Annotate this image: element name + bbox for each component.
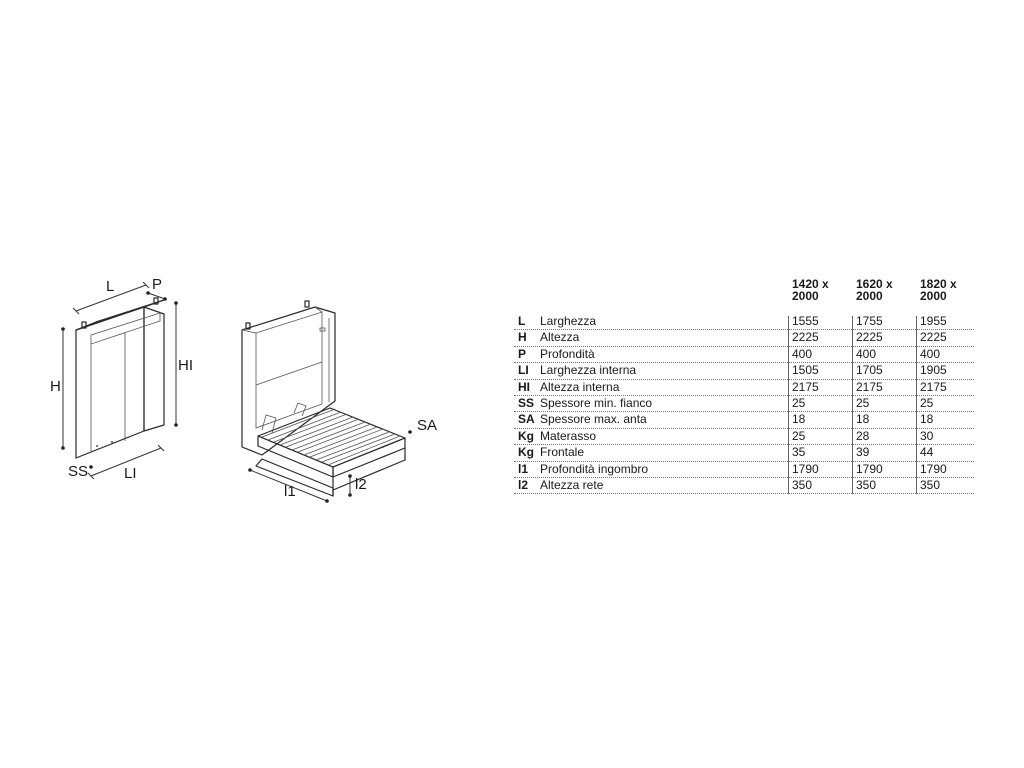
row-label: Materasso (540, 428, 597, 443)
table-row: L Larghezza 1555 1755 1955 (514, 314, 974, 331)
row-code: SA (518, 412, 535, 427)
row-label: Profondità ingombro (540, 461, 649, 476)
row-value: 28 (856, 428, 870, 443)
dim-label-l1: l1 (284, 483, 296, 500)
row-value: 2225 (792, 330, 819, 345)
row-label: Frontale (540, 445, 585, 460)
row-code: Kg (518, 445, 534, 460)
closed-cabinet-drawing (75, 297, 165, 459)
column-divider (788, 316, 789, 495)
row-value: 35 (792, 445, 806, 460)
dim-label-l2: l2 (355, 476, 367, 493)
row-value: 350 (792, 477, 813, 492)
table-row: LI Larghezza interna 1505 1705 1905 (514, 363, 974, 380)
row-value: 25 (856, 395, 870, 410)
row-label: Spessore min. fianco (540, 395, 653, 410)
row-value: 1505 (792, 363, 819, 378)
table-row: l1 Profondità ingombro 1790 1790 1790 (514, 462, 974, 478)
dim-label-SS: SS (68, 463, 88, 480)
table-row: H Altezza 2225 2225 2225 (514, 330, 974, 347)
row-value: 400 (792, 346, 813, 361)
row-value: 25 (792, 395, 806, 410)
row-label: Altezza rete (540, 477, 604, 492)
row-value: 400 (920, 346, 941, 361)
table-row: HI Altezza interna 2175 2175 2175 (514, 380, 974, 396)
row-value: 18 (920, 412, 934, 427)
column-divider (916, 316, 917, 495)
open-bed-drawing (241, 300, 406, 497)
row-label: Altezza interna (540, 379, 620, 394)
row-value: 2225 (920, 330, 947, 345)
cabinet-dimensions (61, 281, 178, 480)
row-value: 1555 (792, 314, 819, 328)
column-divider (852, 316, 853, 495)
row-value: 39 (856, 445, 870, 460)
row-code: LI (518, 363, 529, 378)
table-row: l2 Altezza rete 350 350 350 (514, 477, 974, 495)
row-value: 25 (920, 395, 934, 410)
row-label: Larghezza (540, 314, 597, 328)
row-value: 1755 (856, 314, 883, 328)
row-value: 400 (856, 346, 877, 361)
dim-label-P: P (152, 276, 162, 293)
row-label: Larghezza interna (540, 363, 637, 378)
row-value: 350 (856, 477, 877, 492)
row-code: L (518, 314, 526, 328)
table-row: Kg Frontale 35 39 44 (514, 445, 974, 462)
row-label: Altezza (540, 330, 580, 345)
row-label: Spessore max. anta (540, 412, 647, 427)
row-code: SS (518, 395, 535, 410)
bed-dimensions (248, 430, 412, 503)
row-code: l2 (518, 477, 529, 492)
row-value: 2175 (920, 379, 947, 394)
table-row: SA Spessore max. anta 18 18 18 (514, 412, 974, 429)
row-value: 1955 (920, 314, 947, 328)
table-row: SS Spessore min. fianco 25 25 25 (514, 395, 974, 413)
row-value: 1905 (920, 363, 947, 378)
row-code: P (518, 346, 527, 361)
row-code: Kg (518, 428, 534, 443)
row-value: 18 (792, 412, 806, 427)
row-value: 18 (856, 412, 870, 427)
row-value: 1790 (920, 461, 947, 476)
row-value: 350 (920, 477, 941, 492)
row-value: 1790 (792, 461, 819, 476)
dim-label-HI: HI (178, 357, 193, 374)
bed-dimension-labels: SA l1 l2 (284, 417, 437, 500)
row-value: 30 (920, 428, 934, 443)
size-header: 1620 x 2000 (856, 277, 893, 303)
dim-label-LI: LI (124, 465, 137, 482)
table-row: P Profondità 400 400 400 (514, 346, 974, 364)
cabinet-dimension-labels: L P H HI SS LI (50, 276, 193, 482)
row-value: 2175 (856, 379, 883, 394)
spec-table-header: 1420 x 2000 1620 x 2000 1820 x 2000 (514, 278, 974, 314)
row-value: 1705 (856, 363, 883, 378)
row-value: 2225 (856, 330, 883, 345)
row-value: 25 (792, 428, 806, 443)
row-label: Profondità (540, 346, 595, 361)
row-value: 2175 (792, 379, 819, 394)
row-code: l1 (518, 461, 529, 476)
row-value: 1790 (856, 461, 883, 476)
dim-label-L: L (106, 278, 114, 295)
table-row: Kg Materasso 25 28 30 (514, 428, 974, 446)
size-header: 1820 x 2000 (920, 277, 957, 303)
row-code: HI (518, 379, 530, 394)
size-header: 1420 x 2000 (792, 277, 829, 303)
row-code: H (518, 330, 527, 345)
spec-table: 1420 x 2000 1620 x 2000 1820 x 2000 L Lar… (514, 278, 974, 495)
dim-label-H: H (50, 378, 61, 395)
row-value: 44 (920, 445, 934, 460)
dim-label-SA: SA (417, 417, 437, 434)
